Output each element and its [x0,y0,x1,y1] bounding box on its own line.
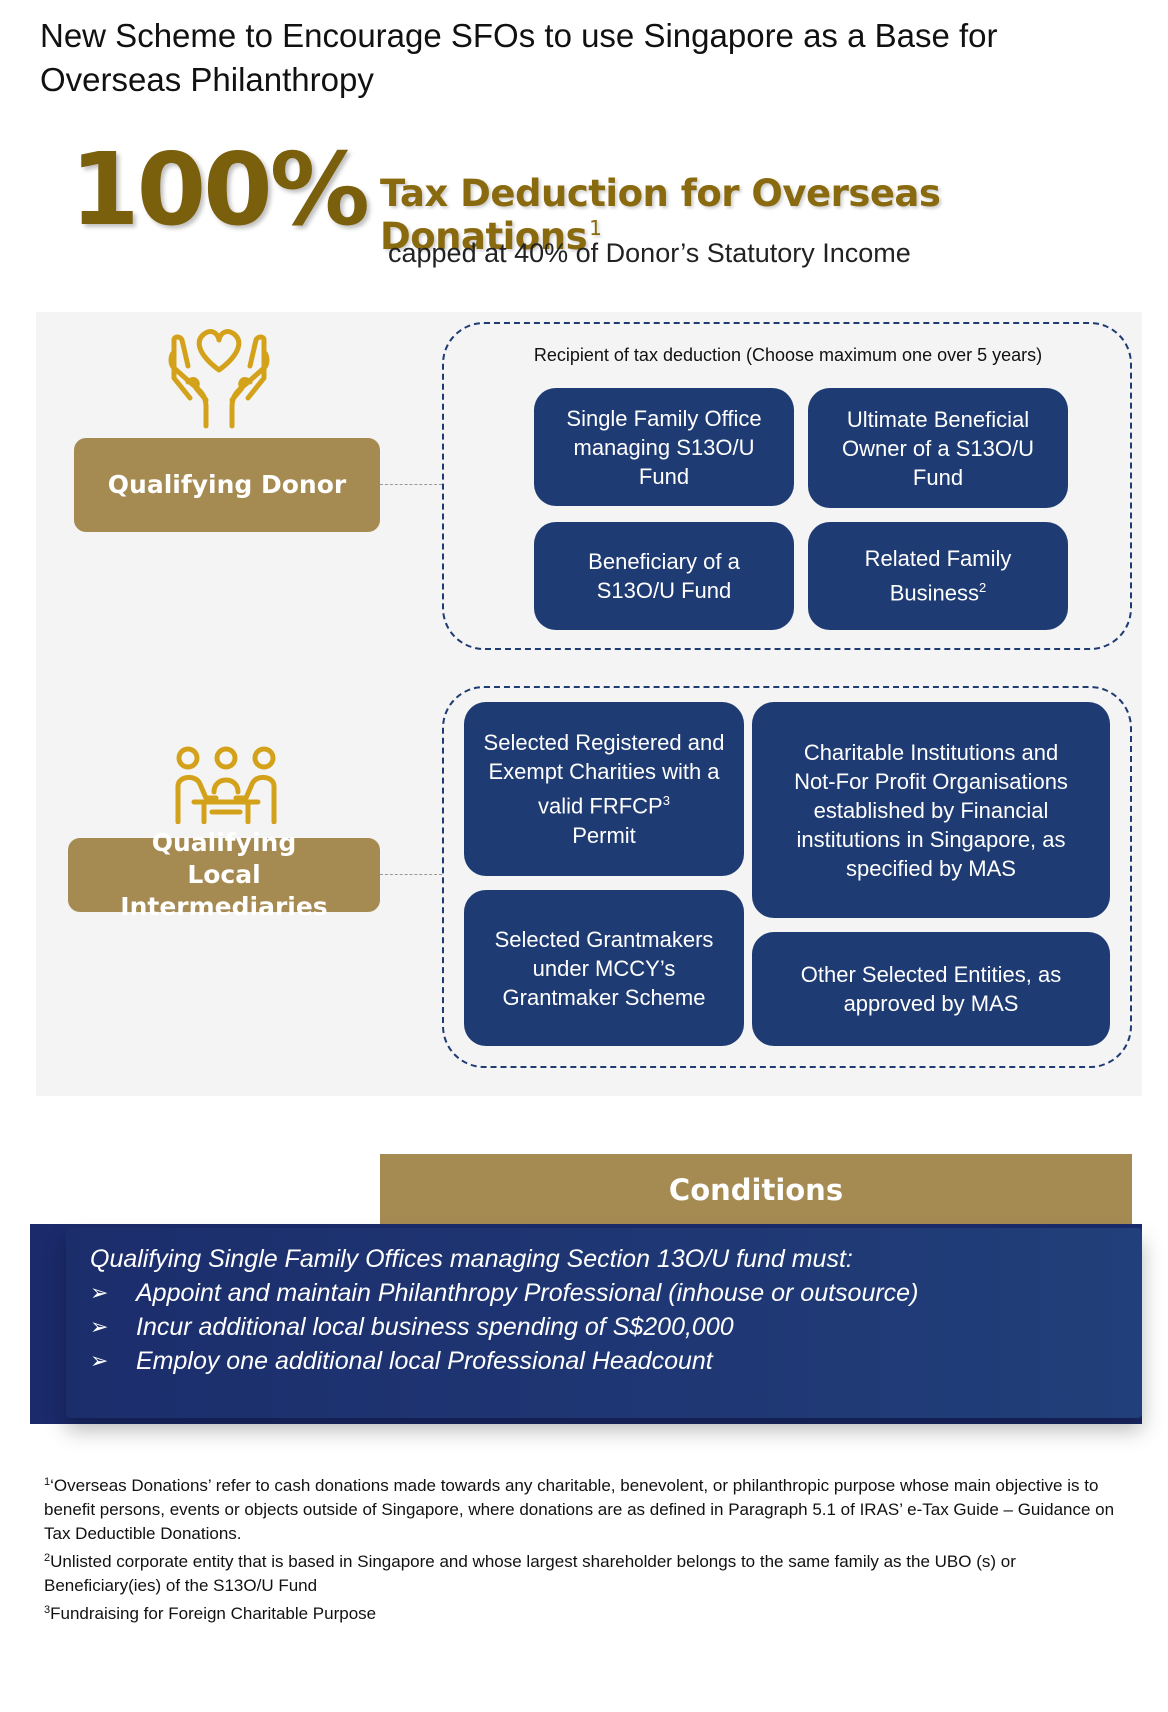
condition-text: Incur additional local business spending… [136,1313,734,1341]
institutions-box: Charitable Institutions and Not-For Prof… [752,702,1110,918]
headline-text: Tax Deduction for Overseas Donations [380,172,941,258]
charities-box: Selected Registered and Exempt Charities… [464,702,744,876]
footnote-ref-2: 2 [979,580,987,596]
conditions-box: Qualifying Single Family Offices managin… [66,1228,1142,1418]
other-entities-box: Other Selected Entities, as approved by … [752,932,1110,1046]
condition-text: Appoint and maintain Philanthropy Profes… [136,1279,919,1307]
qualifying-donor-label: Qualifying Donor [74,438,380,532]
related-family-business-box: Related Family Business2 [808,522,1068,630]
recipient-group [442,322,1132,650]
intermediaries-connector [380,874,442,875]
qualifying-intermediaries-text: Qualifying Local Intermediaries [120,828,328,921]
footnote-1: 1‘Overseas Donations’ refer to cash dona… [44,1470,1134,1546]
condition-item: ➢ Incur additional local business spendin… [90,1310,1118,1344]
condition-text: Employ one additional local Professional… [136,1347,713,1375]
related-text: Related Family Business [864,546,1012,606]
qualifying-intermediaries-label: Qualifying Local Intermediaries [68,828,380,921]
arrow-bullet-icon: ➢ [90,1280,109,1305]
condition-item: ➢ Employ one additional local Professiona… [90,1344,1118,1378]
ubo-box: Ultimate Beneficial Owner of a S13O/U Fu… [808,388,1068,508]
footnote-ref-3: 3 [662,793,670,809]
related-family-business-text: Related Family Business2 [826,544,1050,607]
charities-main: Selected Registered and Exempt Charities… [483,730,725,819]
footnote-text: Unlisted corporate entity that is based … [44,1552,1016,1595]
people-meeting-icon [175,746,277,824]
page-title: New Scheme to Encourage SFOs to use Sing… [40,17,998,98]
footnote-2: 2Unlisted corporate entity that is based… [44,1546,1134,1598]
footnote-text: ‘Overseas Donations’ refer to cash donat… [44,1476,1115,1543]
sfo-box: Single Family Office managing S13O/U Fun… [534,388,794,506]
beneficiary-box: Beneficiary of a S13O/U Fund [534,522,794,630]
grantmakers-box: Selected Grantmakers under MCCY’s Grantm… [464,890,744,1046]
charities-tail: Permit [572,822,636,848]
intermediaries-group [442,686,1132,1068]
hands-heart-icon [168,329,270,429]
footnote-ref-1: 1 [589,216,602,240]
percent-figure: 100% [70,131,370,248]
footnote-number: 3 [44,1604,51,1616]
footnote-3: 3Fundraising for Foreign Charitable Purp… [44,1598,1134,1626]
footnote-number: 2 [44,1552,51,1564]
arrow-bullet-icon: ➢ [90,1348,109,1373]
arrow-bullet-icon: ➢ [90,1314,109,1339]
footnote-number: 1 [44,1476,51,1488]
condition-item: ➢ Appoint and maintain Philanthropy Profe… [90,1276,1118,1310]
recipient-caption: Recipient of tax deduction (Choose maxim… [533,345,1043,365]
conditions-intro: Qualifying Single Family Offices managin… [90,1245,853,1273]
conditions-heading: Conditions [380,1154,1132,1226]
footnote-text: Fundraising for Foreign Charitable Purpo… [50,1604,377,1623]
charities-text: Selected Registered and Exempt Charities… [482,728,726,849]
donor-connector [380,484,442,485]
subheadline: capped at 40% of Donor’s Statutory Incom… [388,238,911,268]
footnotes: 1‘Overseas Donations’ refer to cash dona… [44,1470,1134,1626]
